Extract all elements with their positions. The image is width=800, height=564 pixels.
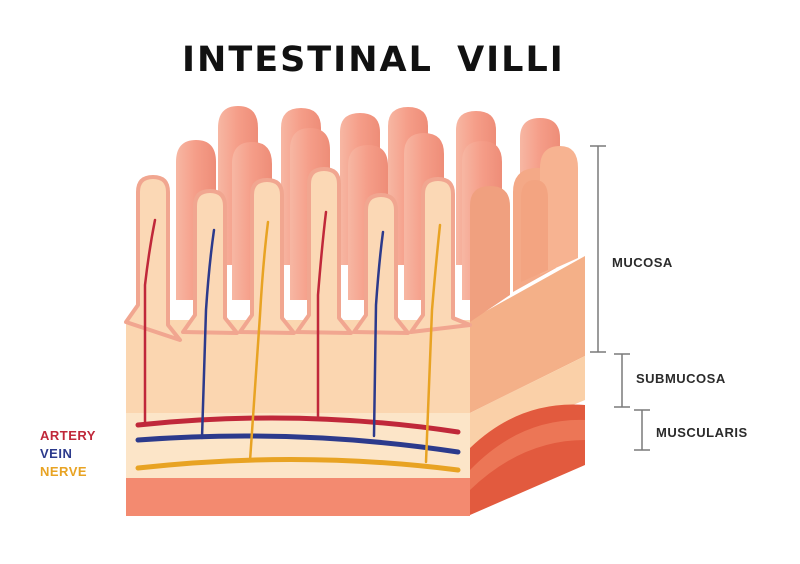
- vein-branch: [372, 230, 385, 438]
- tissue-block-side: [470, 256, 585, 515]
- side-villi: [470, 146, 578, 322]
- layer-brackets: [590, 145, 650, 451]
- muscularis-label: MUSCULARIS: [656, 425, 748, 440]
- vein-branch: [200, 228, 216, 440]
- vein-main: [135, 433, 461, 455]
- front-villus: [124, 175, 182, 342]
- front-villus: [295, 167, 353, 335]
- nerve-branch: [248, 220, 270, 463]
- side-villus: [470, 186, 510, 322]
- muscularis-side-highlight: [470, 419, 585, 490]
- front-villus: [238, 178, 296, 335]
- front-villus: [352, 193, 410, 335]
- nerve-main: [135, 457, 461, 473]
- artery-branch: [316, 210, 328, 418]
- side-villus-inner: [521, 180, 548, 282]
- mucosa-bracket: [590, 145, 606, 353]
- side-villus: [540, 146, 578, 275]
- front-villus: [409, 177, 472, 334]
- muscularis-front-face: [126, 478, 470, 516]
- artery-main: [135, 415, 461, 435]
- nerve-branch: [424, 223, 442, 464]
- submucosa-label: SUBMUCOSA: [636, 371, 726, 386]
- mucosa-label: MUCOSA: [612, 255, 673, 270]
- submucosa-bracket: [614, 353, 630, 408]
- mucosa-side-face: [470, 256, 585, 413]
- legend-nerve: NERVE: [40, 464, 88, 479]
- front-villi: [124, 167, 472, 342]
- artery-branch: [143, 218, 157, 426]
- legend-vein: VEIN: [40, 446, 73, 461]
- mucosa-front-face: [126, 320, 470, 415]
- diagram-title: INTESTINAL VILLI: [182, 40, 565, 80]
- legend-artery: ARTERY: [40, 428, 96, 443]
- vessels: [135, 210, 461, 473]
- submucosa-side-face: [470, 356, 585, 448]
- tissue-block-front: [126, 320, 470, 516]
- muscularis-bracket: [634, 409, 650, 451]
